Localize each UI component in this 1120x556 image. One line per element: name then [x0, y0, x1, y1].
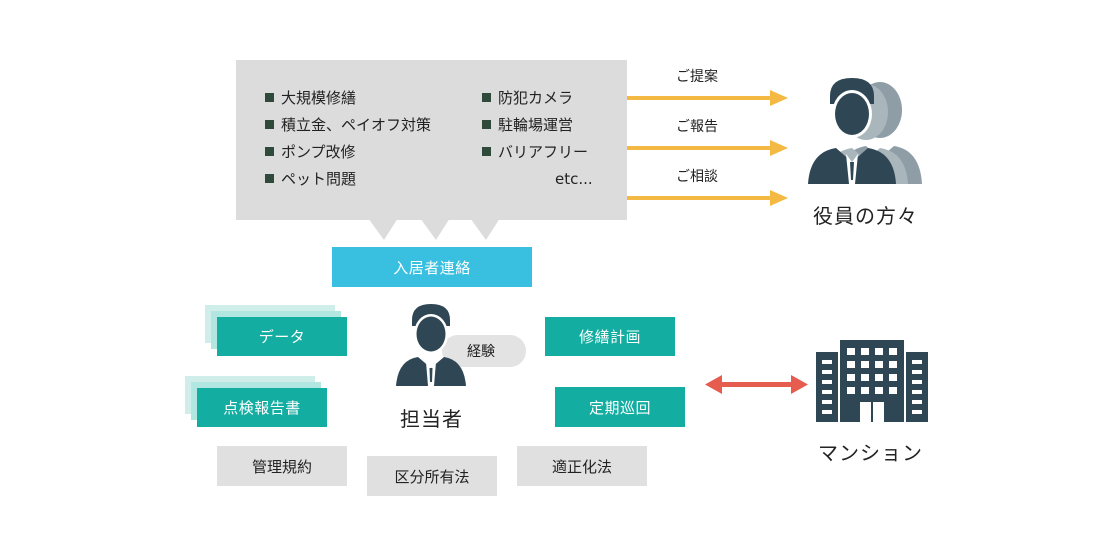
staff-label: 担当者 [400, 407, 463, 431]
topic-item: 防犯カメラ [482, 88, 573, 108]
report-label: ご報告 [676, 119, 718, 135]
inspection-report-box: 点検報告書 [197, 388, 327, 427]
repair-plan-box: 修繕計画 [545, 317, 675, 356]
topic-item: 駐輪場運営 [482, 115, 573, 135]
topic-item: 積立金、ペイオフ対策 [265, 115, 431, 135]
experience-pill: 経験 [442, 335, 526, 367]
topic-item: 大規模修繕 [265, 88, 356, 108]
patrol-box: 定期巡回 [555, 387, 685, 427]
topic-item: ポンプ改修 [265, 142, 356, 162]
topics-speech-bubble [236, 60, 627, 220]
square-bullet-icon [482, 120, 491, 129]
topic-item: バリアフリー [482, 142, 588, 162]
proposal-label: ご提案 [676, 69, 718, 85]
square-bullet-icon [482, 93, 491, 102]
data-box: データ [217, 317, 347, 356]
square-bullet-icon [265, 93, 274, 102]
consult-label: ご相談 [676, 169, 718, 185]
square-bullet-icon [265, 147, 274, 156]
person-icon [396, 304, 466, 386]
building-icon [816, 340, 928, 422]
executives-label: 役員の方々 [813, 204, 918, 228]
topics-etc: etc... [555, 170, 593, 188]
condo-law-box: 区分所有法 [367, 456, 497, 496]
square-bullet-icon [482, 147, 491, 156]
resident-contact-bar: 入居者連絡 [332, 247, 532, 287]
fair-pricing-law-box: 適正化法 [517, 446, 647, 486]
square-bullet-icon [265, 174, 274, 183]
management-rules-box: 管理規約 [217, 446, 347, 486]
people-group-icon [808, 78, 922, 184]
square-bullet-icon [265, 120, 274, 129]
mansion-label: マンション [818, 441, 923, 465]
topic-item: ペット問題 [265, 169, 356, 189]
